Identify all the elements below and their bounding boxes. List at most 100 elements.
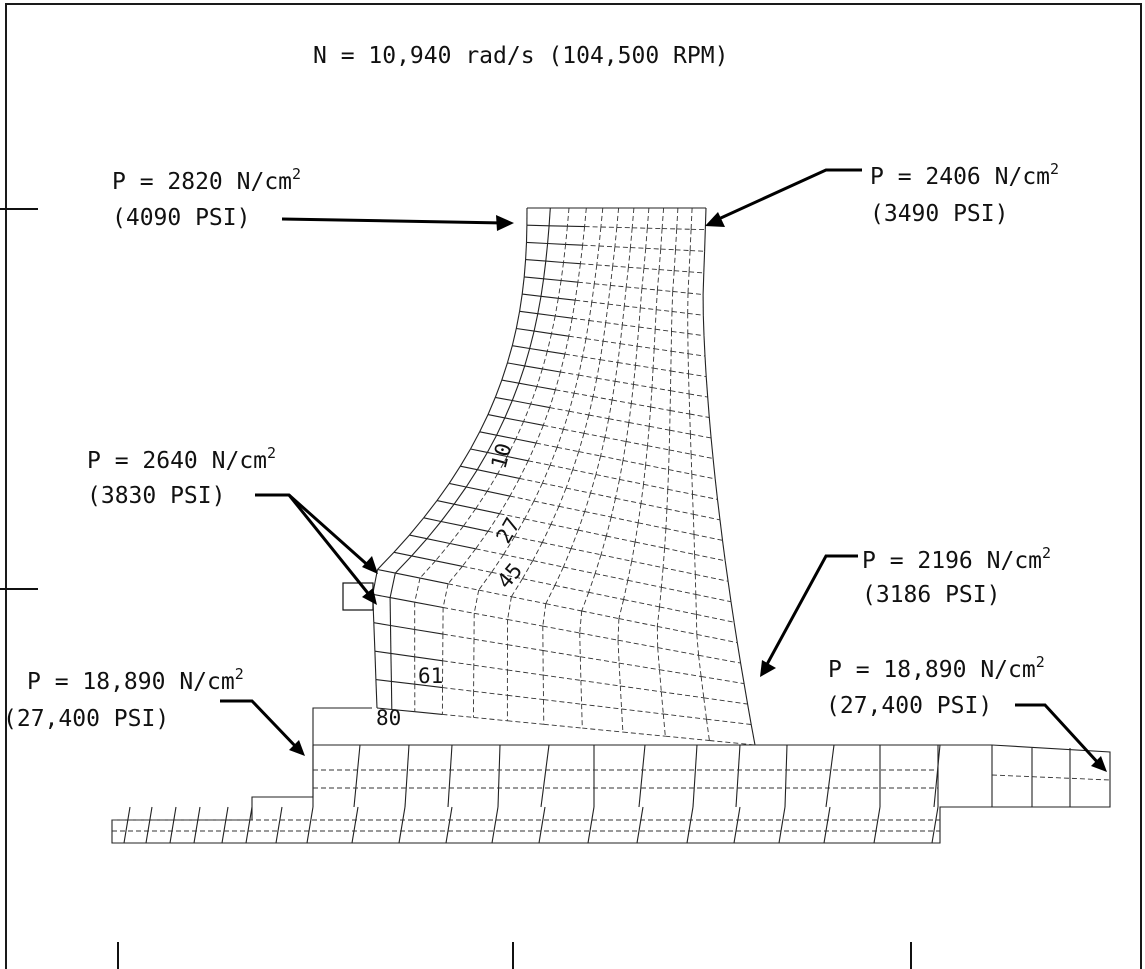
mesh-line [568,318,573,337]
mesh-line [638,326,656,330]
annotation-p2196-sup: 2 [1042,544,1052,562]
mesh-line [584,511,612,518]
mesh-line [628,422,650,427]
mesh-line [596,264,613,267]
mesh-line [475,508,500,515]
mesh-line [623,286,627,307]
mesh-line [665,528,695,535]
mesh-line [519,294,523,312]
mesh-line [638,522,666,529]
mesh-line [547,225,550,244]
mesh-line [547,242,566,245]
mesh-line [649,425,670,431]
mesh-line [514,518,525,538]
platform-line [447,744,453,808]
platform-line [823,806,831,844]
mesh-line [463,508,477,527]
mesh-line [558,505,585,513]
mesh-line [442,583,449,608]
mesh-line [674,270,690,273]
mesh-line [571,300,576,319]
mesh-line [689,271,704,274]
mesh-line [507,720,544,725]
mesh-line [608,418,629,423]
mesh-line [523,403,532,422]
annotation-p2640-line1: P = 2640 N/cm [87,448,268,474]
mesh-line [558,297,576,301]
mesh-line [614,227,618,247]
arrow-p18890-right [1015,703,1107,772]
mesh-line [671,350,689,355]
mesh-line [640,484,644,504]
mesh-line [549,447,558,466]
mesh-line [475,491,488,509]
mesh-line [671,330,688,334]
mesh-line [408,517,425,536]
mesh-line [688,373,690,394]
mesh-line [474,612,508,620]
mesh-line [708,417,712,439]
mesh-line [659,606,697,615]
mesh-line [663,567,696,575]
annotation-p2406-psi: (3490 PSI) [870,201,1009,227]
mesh-line [529,330,535,349]
mesh-line [501,362,508,381]
mesh-line [509,495,534,502]
mesh-line [511,596,546,605]
platform-line [784,744,788,808]
mesh-line [572,451,580,470]
mesh-line [688,353,706,357]
mesh-line [627,247,631,268]
mesh-line [694,574,697,595]
mesh-line [442,687,474,692]
mesh-line [557,280,562,299]
mesh-line [600,535,607,555]
mesh-line [605,322,623,326]
mesh-line [519,310,538,315]
mesh-line [618,599,625,619]
mesh-line [559,353,566,373]
mesh-line [703,697,707,720]
mesh-line [661,207,665,229]
mesh-line [504,400,513,419]
platform-line [306,806,314,844]
mesh-line [453,486,467,505]
platform-line [735,744,741,808]
mesh-line [626,286,642,289]
annotation-p2196-line1: P = 2196 N/cm [862,548,1043,574]
mesh-line [543,699,582,705]
mesh-line [491,571,523,580]
mesh-line [607,285,611,305]
mesh-line [631,541,636,562]
mesh-line [688,250,691,272]
mesh-line [673,249,676,271]
mesh-line [375,679,392,682]
mesh-line [560,262,564,281]
mesh-line [671,311,673,332]
mesh-line [565,226,568,245]
mesh-line [414,628,443,635]
mesh-line [617,618,620,641]
mesh-line [572,469,596,476]
mesh-line [650,387,653,408]
mesh-line [547,350,565,355]
mesh-line [702,272,705,295]
mesh-line [449,482,467,488]
mesh-line [541,351,548,370]
mesh-line [582,727,623,733]
mesh-line [537,313,556,317]
annotation-p18890-right-line1: P = 18,890 N/cm [828,657,1036,683]
platform-line [636,806,644,844]
mesh-line [600,207,604,228]
mesh-line [515,421,525,440]
mesh-line [693,533,723,541]
platform-line [491,806,499,844]
mesh-line [390,624,415,631]
mesh-line [525,259,546,262]
mesh-line [585,320,590,339]
mesh-line [643,464,647,485]
mesh-line [705,376,709,398]
mesh-line [588,573,596,593]
mesh-line [691,453,714,459]
mesh-line [600,554,632,562]
